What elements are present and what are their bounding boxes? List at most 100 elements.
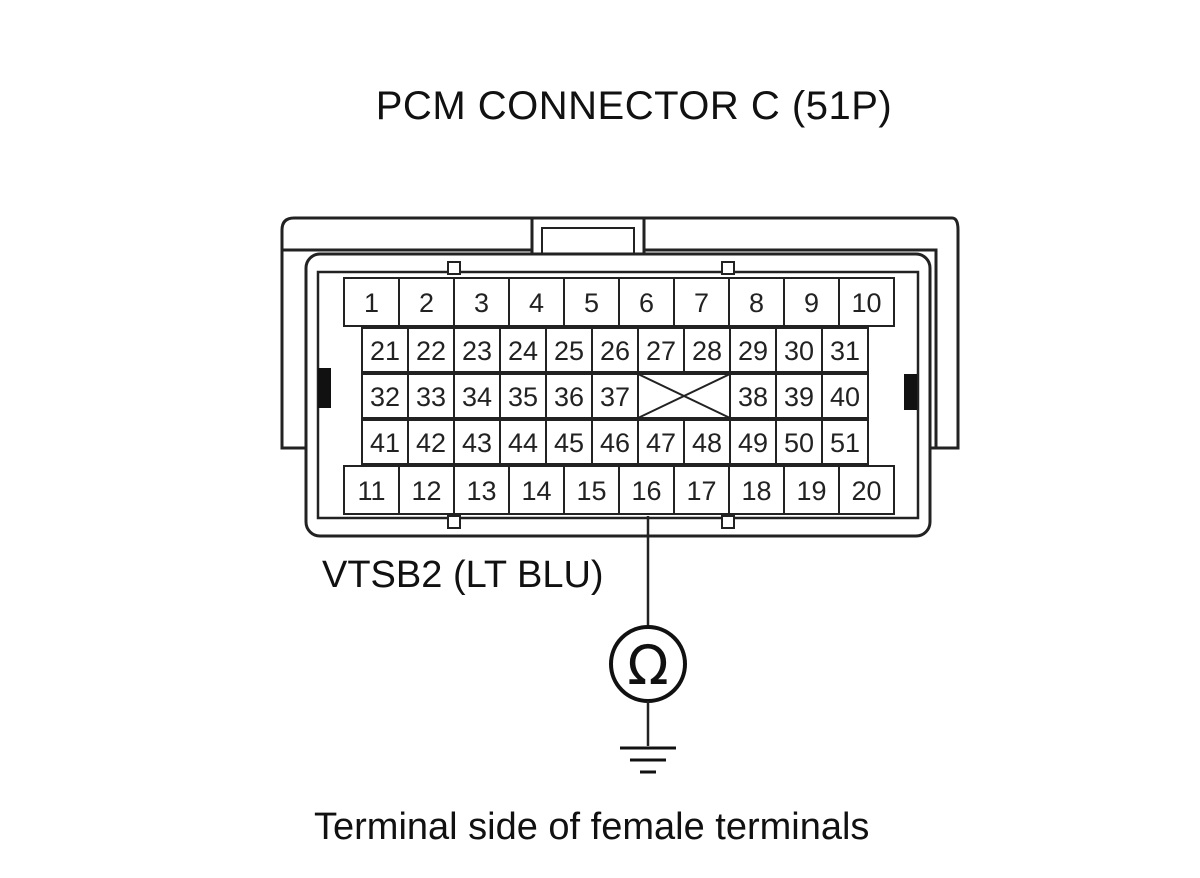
terminal-number-40: 40 (830, 382, 860, 412)
ohmmeter-symbol: Ω (627, 634, 668, 697)
terminal-cell-14 (508, 465, 565, 515)
terminal-cell-11 (343, 465, 400, 515)
terminal-cell-10 (838, 277, 895, 327)
terminal-number-25: 25 (554, 336, 584, 366)
terminal-cell-28 (683, 327, 731, 373)
terminal-number-22: 22 (416, 336, 446, 366)
terminal-number-1: 1 (364, 288, 379, 318)
terminal-number-26: 26 (600, 336, 630, 366)
terminal-cell-37 (591, 373, 639, 419)
terminal-number-9: 9 (804, 288, 819, 318)
terminal-number-14: 14 (521, 476, 551, 506)
terminal-number-6: 6 (639, 288, 654, 318)
terminal-number-47: 47 (646, 428, 676, 458)
terminal-number-28: 28 (692, 336, 722, 366)
connector-housing-side-right (930, 230, 960, 450)
terminal-cell-7 (673, 277, 730, 327)
connector-latch-inner (541, 227, 635, 255)
blank-cavity-cross (637, 373, 731, 419)
terminal-cell-18 (728, 465, 785, 515)
terminal-cell-23 (453, 327, 501, 373)
terminal-number-34: 34 (462, 382, 492, 412)
terminal-number-17: 17 (686, 476, 716, 506)
terminal-number-11: 11 (357, 476, 385, 506)
terminal-cell-26 (591, 327, 639, 373)
terminal-number-18: 18 (741, 476, 771, 506)
terminal-number-21: 21 (370, 336, 400, 366)
terminal-number-43: 43 (462, 428, 492, 458)
terminal-cell-9 (783, 277, 840, 327)
terminal-cell-48 (683, 419, 731, 465)
terminal-cell-33 (407, 373, 455, 419)
terminal-number-50: 50 (784, 428, 814, 458)
terminal-cell-51 (821, 419, 869, 465)
terminal-number-44: 44 (508, 428, 538, 458)
connector-key-bottom-left (447, 515, 461, 529)
terminal-number-23: 23 (462, 336, 492, 366)
terminal-cell-25 (545, 327, 593, 373)
terminal-number-4: 4 (529, 288, 544, 318)
ground-icon (620, 746, 676, 774)
terminal-cell-21 (361, 327, 409, 373)
terminal-number-48: 48 (692, 428, 722, 458)
terminal-cell-15 (563, 465, 620, 515)
connector-key-bottom-right (721, 515, 735, 529)
terminal-number-39: 39 (784, 382, 814, 412)
terminal-number-3: 3 (474, 288, 489, 318)
terminal-number-32: 32 (370, 382, 400, 412)
terminal-cell-27 (637, 327, 685, 373)
terminal-number-27: 27 (646, 336, 676, 366)
terminal-number-37: 37 (600, 382, 630, 412)
connector-housing-side-left (280, 230, 310, 450)
terminal-number-10: 10 (851, 288, 881, 318)
terminal-cell-19 (783, 465, 840, 515)
terminal-cell-20 (838, 465, 895, 515)
connector-housing-outer (280, 216, 960, 450)
terminal-cell-47 (637, 419, 685, 465)
terminal-number-20: 20 (851, 476, 881, 506)
terminal-number-33: 33 (416, 382, 446, 412)
terminal-cell-31 (821, 327, 869, 373)
terminal-cell-17 (673, 465, 730, 515)
terminal-number-29: 29 (738, 336, 768, 366)
terminal-cell-12 (398, 465, 455, 515)
terminal-cell-30 (775, 327, 823, 373)
connector-key-top-right (721, 261, 735, 275)
terminal-number-7: 7 (694, 288, 709, 318)
connector-lock-left (318, 368, 331, 408)
terminal-number-35: 35 (508, 382, 538, 412)
terminal-number-42: 42 (416, 428, 446, 458)
terminal-cell-24 (499, 327, 547, 373)
terminal-cell-44 (499, 419, 547, 465)
terminal-cell-6 (618, 277, 675, 327)
terminal-number-12: 12 (411, 476, 441, 506)
terminal-cell-34 (453, 373, 501, 419)
terminal-cell-35 (499, 373, 547, 419)
terminal-number-51: 51 (830, 428, 860, 458)
terminal-cell-46 (591, 419, 639, 465)
terminal-number-30: 30 (784, 336, 814, 366)
terminal-number-13: 13 (466, 476, 496, 506)
terminal-number-36: 36 (554, 382, 584, 412)
terminal-cell-5 (563, 277, 620, 327)
terminal-number-46: 46 (600, 428, 630, 458)
diagram-caption: Terminal side of female terminals (314, 806, 870, 848)
terminal-number-2: 2 (419, 288, 434, 318)
terminal-number-31: 31 (830, 336, 860, 366)
terminal-number-19: 19 (796, 476, 826, 506)
terminal-cell-4 (508, 277, 565, 327)
terminal-number-38: 38 (738, 382, 768, 412)
connector-key-top-left (447, 261, 461, 275)
terminal-number-15: 15 (576, 476, 606, 506)
terminal-number-41: 41 (370, 428, 400, 458)
terminal-cell-13 (453, 465, 510, 515)
terminal-number-45: 45 (554, 428, 584, 458)
terminal-number-8: 8 (749, 288, 764, 318)
terminal-cell-40 (821, 373, 869, 419)
terminal-number-5: 5 (584, 288, 599, 318)
terminal-cell-49 (729, 419, 777, 465)
terminal-cell-32 (361, 373, 409, 419)
wire-label: VTSB2 (LT BLU) (322, 554, 604, 596)
